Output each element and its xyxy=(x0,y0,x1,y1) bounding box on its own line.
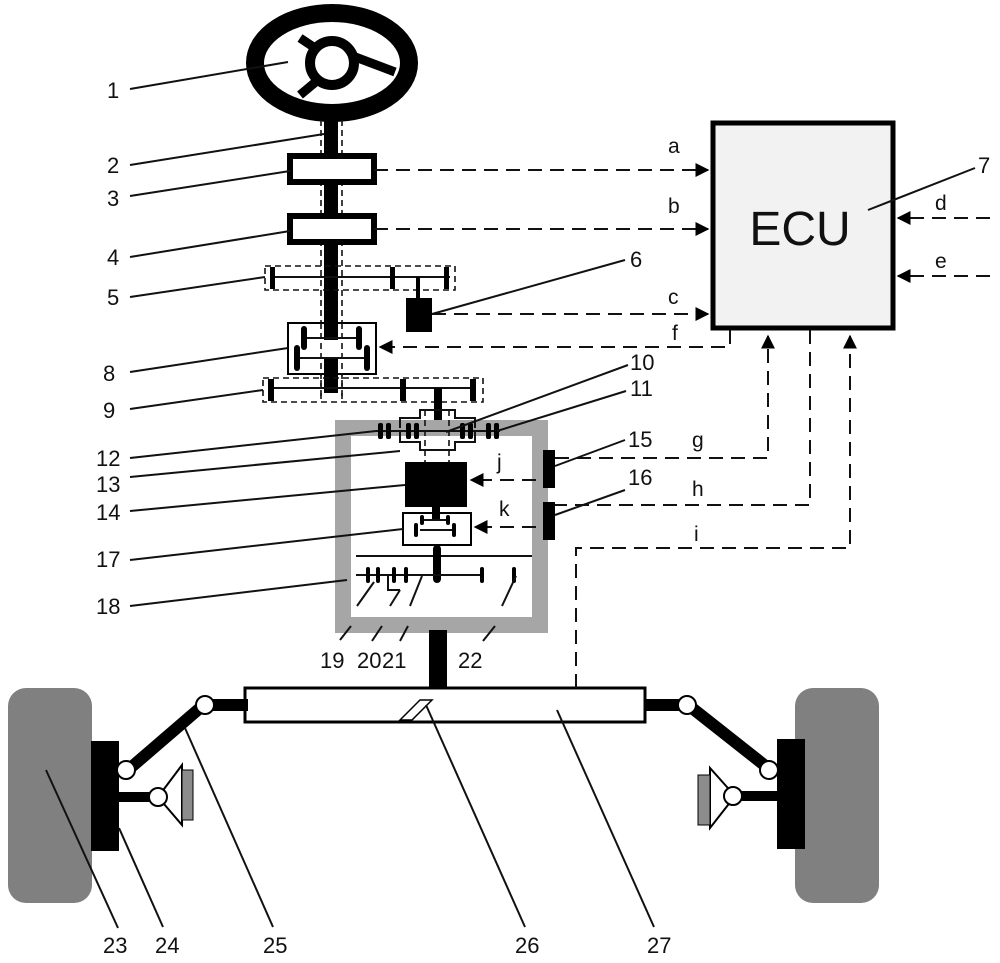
clutch-8 xyxy=(287,322,377,400)
gear-pair-5 xyxy=(264,265,456,300)
signal-label-i: i xyxy=(694,523,699,546)
leader-lines xyxy=(45,61,976,929)
label-22: 22 xyxy=(458,648,482,673)
sensor-3 xyxy=(287,153,377,185)
signal-label-b: b xyxy=(668,195,680,218)
clutch-17 xyxy=(402,507,472,546)
label-7: 7 xyxy=(978,153,990,178)
label-18: 18 xyxy=(96,594,120,619)
label-20: 20 xyxy=(357,648,381,673)
ecu-label: ECU xyxy=(749,203,850,256)
label-15: 15 xyxy=(628,427,652,452)
signal-label-g: g xyxy=(692,429,704,452)
left-wheel-assembly xyxy=(8,688,248,903)
steering-rack-27 xyxy=(243,686,647,724)
signal-label-f: f xyxy=(672,322,678,345)
label-17: 17 xyxy=(96,547,120,572)
knuckle-right xyxy=(777,739,805,849)
signal-h-line xyxy=(555,330,811,506)
tie-rod-25 xyxy=(124,703,204,775)
label-23: 23 xyxy=(103,933,127,958)
steering-motor-14 xyxy=(405,462,467,507)
label-25: 25 xyxy=(263,933,287,958)
label-13: 13 xyxy=(96,472,120,497)
knuckle-24 xyxy=(91,741,119,851)
label-1: 1 xyxy=(107,78,119,103)
rack-pinion-mesh-26 xyxy=(398,699,434,721)
sensor-15 xyxy=(543,450,555,488)
label-21: 21 xyxy=(382,648,406,673)
right-wheel-assembly xyxy=(645,688,879,903)
label-19: 19 xyxy=(320,648,344,673)
label-8: 8 xyxy=(103,361,115,386)
signal-g-line xyxy=(555,334,775,459)
tire-right xyxy=(795,688,879,903)
label-14: 14 xyxy=(96,500,120,525)
planetary-gear-10-13 xyxy=(376,409,500,462)
signal-label-k: k xyxy=(499,498,510,521)
reduction-gear-19-22 xyxy=(356,545,532,591)
signal-f-line xyxy=(378,330,731,354)
housing-18 xyxy=(335,420,548,633)
label-3: 3 xyxy=(107,186,119,211)
tire-23 xyxy=(8,688,92,903)
label-2: 2 xyxy=(107,153,119,178)
label-12: 12 xyxy=(96,446,120,471)
label-5: 5 xyxy=(107,285,119,310)
pinion-shaft xyxy=(429,630,447,688)
signal-label-j: j xyxy=(496,451,502,474)
signal-i-line xyxy=(575,334,857,688)
label-24: 24 xyxy=(155,933,179,958)
label-10: 10 xyxy=(630,350,654,375)
label-26: 26 xyxy=(515,933,539,958)
ecu-box xyxy=(710,120,896,331)
label-4: 4 xyxy=(107,245,119,270)
signal-label-e: e xyxy=(935,250,947,273)
signal-label-c: c xyxy=(668,286,679,309)
sensor-4 xyxy=(287,213,377,245)
road-feel-motor-6 xyxy=(406,298,432,332)
signal-label-a: a xyxy=(668,135,680,158)
label-9: 9 xyxy=(103,398,115,423)
label-27: 27 xyxy=(647,933,671,958)
sensor-16 xyxy=(543,502,555,540)
label-11: 11 xyxy=(630,376,653,401)
label-6: 6 xyxy=(630,247,642,272)
signal-label-h: h xyxy=(692,478,704,501)
label-16: 16 xyxy=(628,465,652,490)
signal-label-d: d xyxy=(935,192,947,215)
